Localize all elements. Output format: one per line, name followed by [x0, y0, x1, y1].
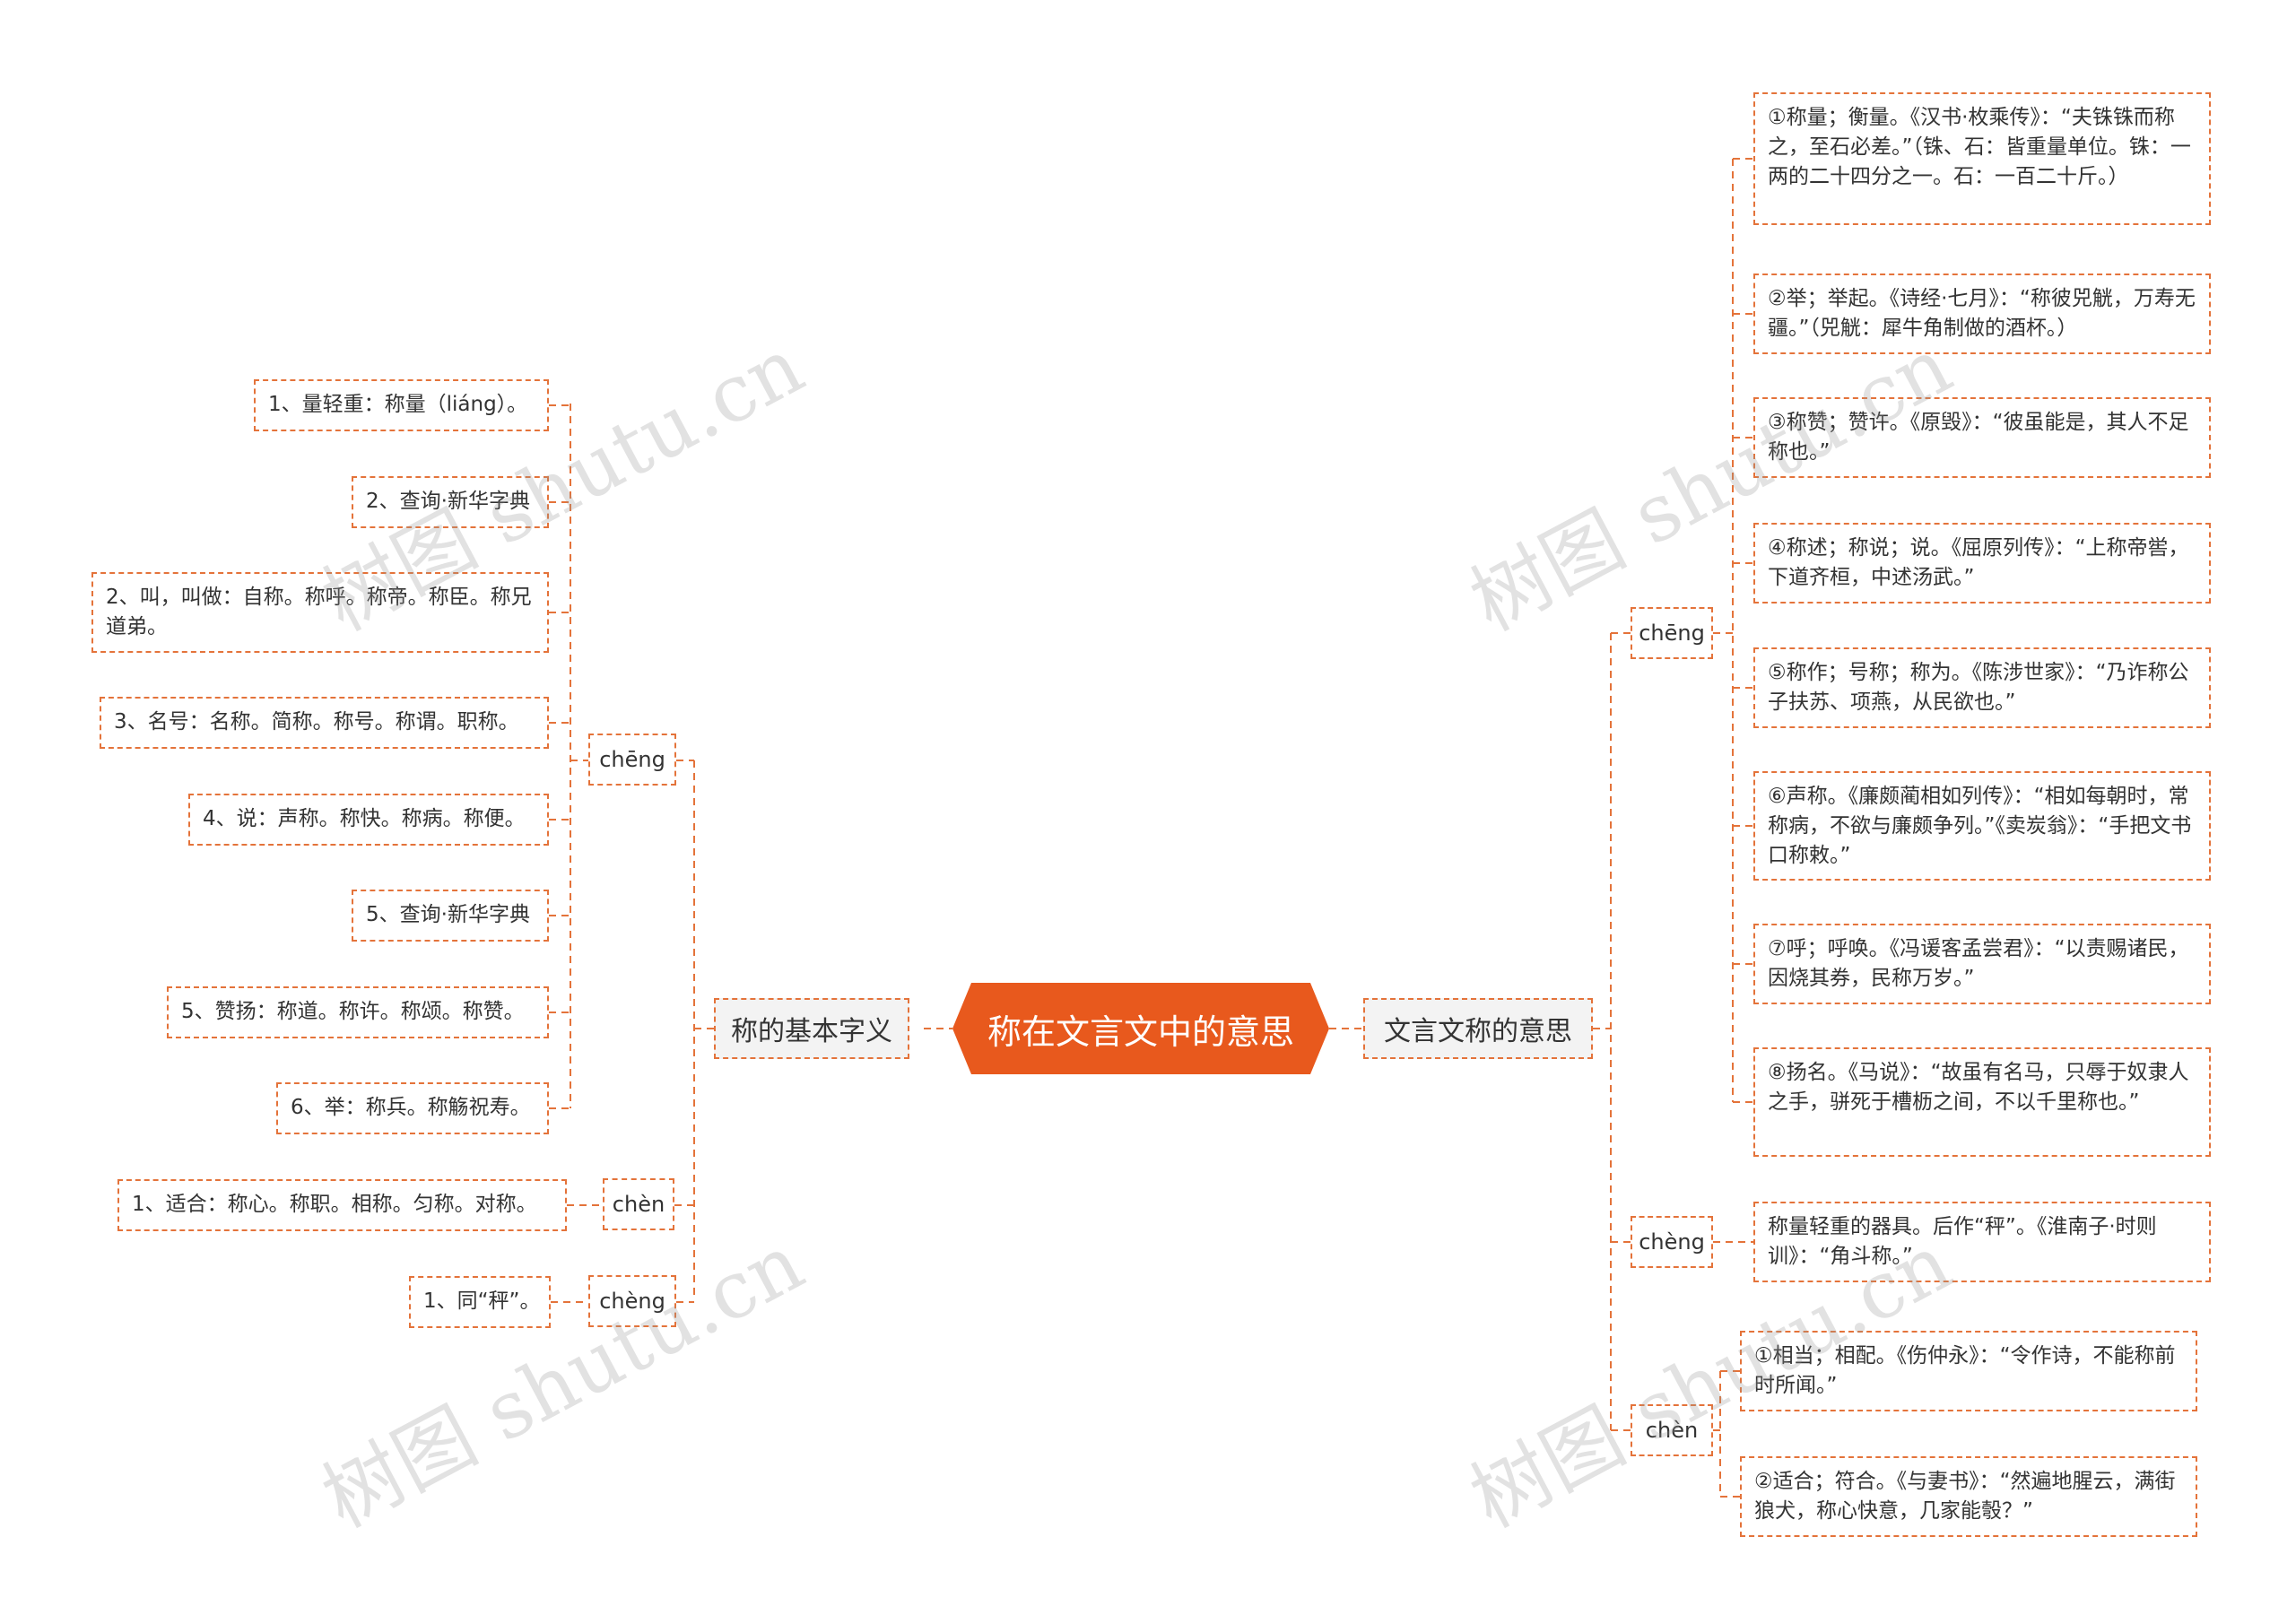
right-pron-cheng1[interactable]: chēng — [1631, 607, 1713, 659]
right-item-4[interactable]: ④称述；称说；说。《屈原列传》：“上称帝喾，下道齐桓，中述汤武。” — [1753, 523, 2211, 603]
right-item-1[interactable]: ①称量；衡量。《汉书·枚乘传》：“夫铢铢而称之，至石必差。”（铢、石：皆重量单位… — [1753, 92, 2211, 225]
left-item-7[interactable]: 5、赞扬：称道。称许。称颂。称赞。 — [167, 986, 549, 1038]
right-item-7[interactable]: ⑦呼；呼唤。《冯谖客孟尝君》：“以责赐诸民，因烧其券，民称万岁。” — [1753, 924, 2211, 1004]
right-item-6[interactable]: ⑥声称。《廉颇蔺相如列传》：“相如每朝时，常称病，不欲与廉颇争列。”《卖炭翁》：… — [1753, 771, 2211, 881]
left-branch-title[interactable]: 称的基本字义 — [714, 998, 909, 1059]
left-pron-cheng1[interactable]: chēng — [588, 734, 676, 786]
right-cheng4-item-1[interactable]: 称量轻重的器具。后作“秤”。《淮南子·时则训》：“角斗称。” — [1753, 1202, 2211, 1282]
right-pron-cheng4[interactable]: chèng — [1631, 1216, 1713, 1268]
left-item-4[interactable]: 3、名号：名称。简称。称号。称谓。职称。 — [100, 697, 549, 749]
left-item-3[interactable]: 2、叫，叫做：自称。称呼。称帝。称臣。称兄道弟。 — [91, 572, 549, 653]
left-item-2[interactable]: 2、查询·新华字典 — [352, 476, 549, 528]
right-item-8[interactable]: ⑧扬名。《马说》：“故虽有名马，只辱于奴隶人之手，骈死于槽枥之间，不以千里称也。… — [1753, 1047, 2211, 1157]
right-chen-item-1[interactable]: ①相当；相配。《伤仲永》：“令作诗，不能称前时所闻。” — [1740, 1331, 2197, 1411]
right-pron-chen[interactable]: chèn — [1631, 1404, 1713, 1456]
left-chen-item-1[interactable]: 1、适合：称心。称职。相称。匀称。对称。 — [117, 1179, 567, 1231]
left-pron-chen[interactable]: chèn — [603, 1178, 674, 1230]
left-item-1[interactable]: 1、量轻重：称量（liáng）。 — [254, 379, 549, 431]
left-item-6[interactable]: 5、查询·新华字典 — [352, 890, 549, 942]
root-topic[interactable]: 称在文言文中的意思 — [952, 983, 1329, 1074]
left-cheng4-item-1[interactable]: 1、同“秤”。 — [409, 1276, 551, 1328]
right-branch-title[interactable]: 文言文称的意思 — [1363, 998, 1593, 1059]
right-chen-item-2[interactable]: ②适合；符合。《与妻书》：“然遍地腥云，满街狼犬，称心快意，几家能彀？” — [1740, 1456, 2197, 1537]
right-item-2[interactable]: ②举；举起。《诗经·七月》：“称彼兕觥，万寿无疆。”（兕觥：犀牛角制做的酒杯。） — [1753, 274, 2211, 354]
left-pron-cheng4[interactable]: chèng — [588, 1275, 676, 1327]
left-item-5[interactable]: 4、说：声称。称快。称病。称便。 — [188, 794, 549, 846]
right-item-5[interactable]: ⑤称作；号称；称为。《陈涉世家》：“乃诈称公子扶苏、项燕，从民欲也。” — [1753, 647, 2211, 728]
right-item-3[interactable]: ③称赞；赞许。《原毁》：“彼虽能是，其人不足称也。” — [1753, 397, 2211, 478]
left-item-8[interactable]: 6、举：称兵。称觞祝寿。 — [276, 1082, 549, 1134]
